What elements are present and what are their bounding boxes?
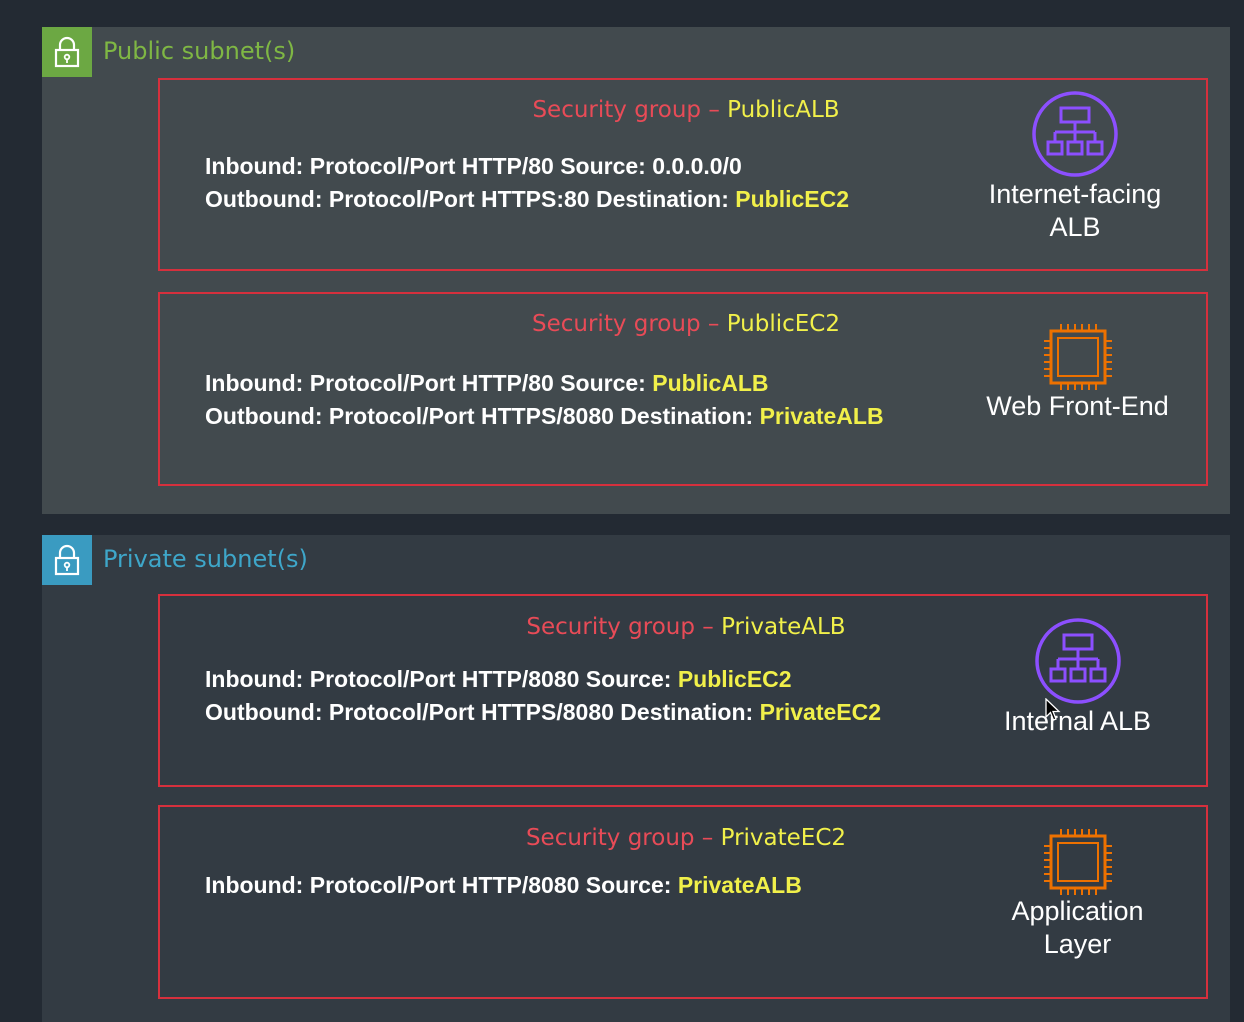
inbound-rule: Inbound: Protocol/Port HTTP/8080 Source:… <box>205 872 802 899</box>
inbound-rule-ref: PublicEC2 <box>677 666 792 692</box>
load-balancer-icon <box>1034 618 1121 704</box>
lock-icon <box>42 27 92 77</box>
internet-facing-alb: Internet-facing ALB <box>960 90 1190 244</box>
security-group-title: Security group – PrivateALB <box>160 614 1212 640</box>
outbound-rule-ref: PublicEC2 <box>735 186 850 212</box>
resource-label: ALB <box>1049 212 1101 242</box>
security-group-private-alb: Security group – PrivateALB Inbound: Pro… <box>158 594 1208 787</box>
resource-label: Application <box>1011 896 1144 926</box>
public-subnet: Public subnet(s) Security group – Public… <box>42 27 1230 514</box>
security-group-label: Security group – <box>532 311 727 337</box>
outbound-rule-ref: PrivateALB <box>759 403 884 429</box>
private-subnet: Private subnet(s) Security group – Priva… <box>42 535 1230 1022</box>
outbound-rule-text: Outbound: Protocol/Port HTTPS/8080 Desti… <box>205 699 760 725</box>
public-subnet-title: Public subnet(s) <box>103 37 296 65</box>
security-group-title: Security group – PublicALB <box>160 97 1212 123</box>
inbound-rule-text: Inbound: Protocol/Port HTTP/8080 Source: <box>205 872 678 898</box>
resource-label: Web Front-End <box>986 391 1169 421</box>
security-group-label: Security group – <box>526 614 722 640</box>
mouse-cursor-icon <box>1045 698 1061 721</box>
security-group-label: Security group – <box>525 825 721 851</box>
inbound-rule-text: Inbound: Protocol/Port HTTP/80 Source: <box>205 370 653 396</box>
inbound-rule: Inbound: Protocol/Port HTTP/8080 Source:… <box>205 666 792 693</box>
security-group-label: Security group – <box>532 97 728 123</box>
outbound-rule-ref: PrivateEC2 <box>759 699 882 725</box>
lock-icon <box>42 535 92 585</box>
inbound-rule-text: Inbound: Protocol/Port HTTP/8080 Source: <box>205 666 678 692</box>
outbound-rule-text: Outbound: Protocol/Port HTTPS:80 Destina… <box>205 186 736 212</box>
security-group-name: PublicEC2 <box>726 311 840 337</box>
security-group-name: PublicALB <box>727 97 840 123</box>
load-balancer-icon <box>1032 91 1118 177</box>
internal-alb: Internal ALB <box>960 617 1195 738</box>
security-group-public-alb: Security group – PublicALB Inbound: Prot… <box>158 78 1208 271</box>
security-group-public-ec2: Security group – PublicEC2 Inbound: Prot… <box>158 292 1208 486</box>
outbound-rule: Outbound: Protocol/Port HTTPS/8080 Desti… <box>205 403 884 430</box>
ec2-chip-icon <box>1043 829 1112 895</box>
security-group-name: PrivateEC2 <box>720 825 847 851</box>
inbound-rule-text: Inbound: Protocol/Port HTTP/80 Source: 0… <box>205 153 742 179</box>
ec2-chip-icon <box>1043 324 1112 390</box>
outbound-rule-text: Outbound: Protocol/Port HTTPS/8080 Desti… <box>205 403 760 429</box>
security-group-title: Security group – PrivateEC2 <box>160 825 1212 851</box>
resource-label: Layer <box>1043 929 1112 959</box>
security-group-name: PrivateALB <box>721 614 846 640</box>
security-group-private-ec2: Security group – PrivateEC2 Inbound: Pro… <box>158 805 1208 999</box>
application-layer: Application Layer <box>960 829 1195 961</box>
security-group-title: Security group – PublicEC2 <box>160 311 1212 337</box>
inbound-rule-ref: PublicALB <box>652 370 769 396</box>
private-subnet-title: Private subnet(s) <box>103 545 308 573</box>
web-front-end: Web Front-End <box>960 324 1195 423</box>
outbound-rule: Outbound: Protocol/Port HTTPS/8080 Desti… <box>205 699 881 726</box>
inbound-rule-ref: PrivateALB <box>677 872 802 898</box>
resource-label: Internet-facing <box>988 179 1162 209</box>
resource-label: Internal ALB <box>1003 706 1152 736</box>
outbound-rule: Outbound: Protocol/Port HTTPS:80 Destina… <box>205 186 849 213</box>
inbound-rule: Inbound: Protocol/Port HTTP/80 Source: 0… <box>205 153 742 180</box>
inbound-rule: Inbound: Protocol/Port HTTP/80 Source: P… <box>205 370 769 397</box>
